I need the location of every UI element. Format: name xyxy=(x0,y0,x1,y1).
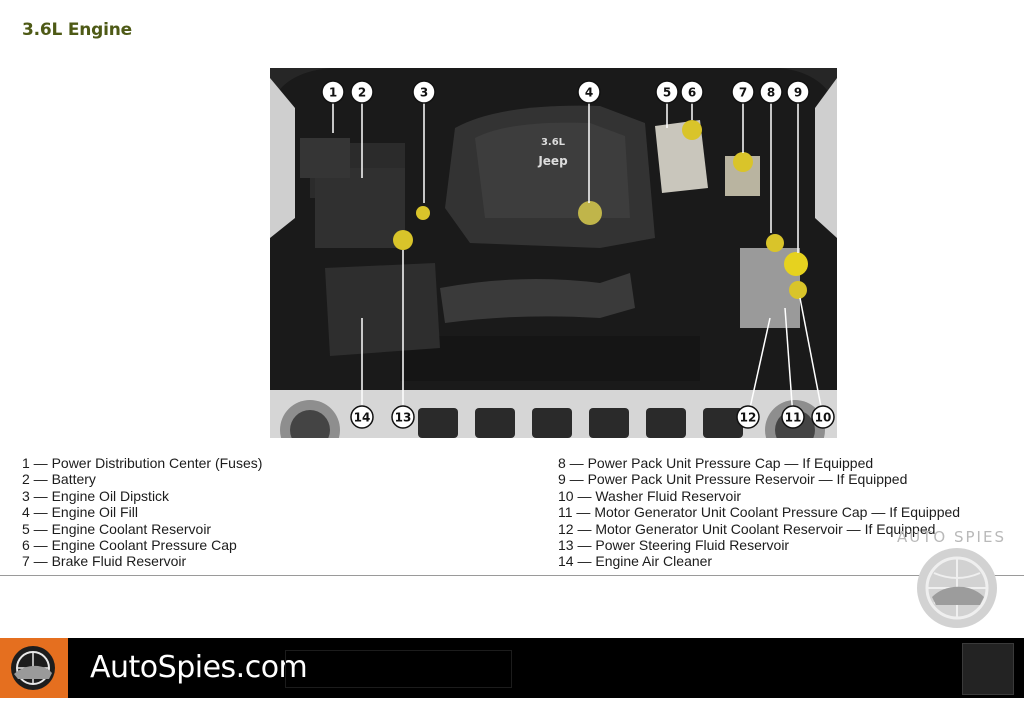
callout-13: 13 xyxy=(391,405,415,429)
legend-item: 9 — Power Pack Unit Pressure Reservoir —… xyxy=(558,471,908,488)
legend-right: 8 — Power Pack Unit Pressure Cap — If Eq… xyxy=(558,455,960,570)
divider xyxy=(0,575,1024,576)
globe-car-icon xyxy=(11,646,55,690)
footer-placeholder-box xyxy=(285,650,512,688)
callout-number: 3 xyxy=(420,86,428,100)
legend-item: 12 — Motor Generator Unit Coolant Reserv… xyxy=(558,520,936,537)
callout-number: 13 xyxy=(395,411,412,425)
section-title: 3.6L Engine xyxy=(22,20,133,40)
callout-number: 8 xyxy=(767,86,775,100)
legend-item: 4 — Engine Oil Fill xyxy=(22,504,138,521)
legend-item: 2 — Battery xyxy=(22,471,96,488)
callout-7: 7 xyxy=(731,80,755,104)
legend-item: 11 — Motor Generator Unit Coolant Pressu… xyxy=(558,504,961,521)
callout-number: 6 xyxy=(688,86,696,100)
callout-number: 11 xyxy=(785,411,802,425)
callout-10: 10 xyxy=(811,405,835,429)
callout-number: 2 xyxy=(358,86,366,100)
callout-number: 9 xyxy=(794,86,802,100)
callout-6: 6 xyxy=(680,80,704,104)
legend-left: 1 — Power Distribution Center (Fuses) 2 … xyxy=(22,455,262,570)
callout-12: 12 xyxy=(736,405,760,429)
legend-item: 6 — Engine Coolant Pressure Cap xyxy=(22,537,237,554)
legend-item: 13 — Power Steering Fluid Reservoir xyxy=(558,537,790,554)
engine-badge: 3.6L xyxy=(541,137,566,148)
callout-number: 4 xyxy=(585,86,593,100)
footer-badge[interactable] xyxy=(0,638,68,698)
legend-item: 5 — Engine Coolant Reservoir xyxy=(22,520,212,537)
callout-number: 1 xyxy=(329,86,337,100)
callout-number: 7 xyxy=(739,86,747,100)
callout-number: 10 xyxy=(815,411,832,425)
legend-item: 1 — Power Distribution Center (Fuses) xyxy=(22,455,263,471)
callout-number: 14 xyxy=(354,411,371,425)
callout-8: 8 xyxy=(759,80,783,104)
callout-5: 5 xyxy=(655,80,679,104)
callout-14: 14 xyxy=(350,405,374,429)
callout-number: 5 xyxy=(663,86,671,100)
footer-brand[interactable]: AutoSpies.com xyxy=(90,650,308,685)
footer-bar: AutoSpies.com xyxy=(0,638,1024,698)
footer-thumbnail[interactable] xyxy=(962,643,1014,695)
legend-item: 8 — Power Pack Unit Pressure Cap — If Eq… xyxy=(558,455,874,471)
callout-number: 12 xyxy=(740,411,757,425)
globe-car-icon xyxy=(914,545,1000,636)
engine-bay-photo: 3.6L Jeep xyxy=(270,68,837,438)
callout-4: 4 xyxy=(577,80,601,104)
jeep-badge: Jeep xyxy=(537,154,568,168)
legend-item: 10 — Washer Fluid Reservoir xyxy=(558,487,742,504)
callout-11: 11 xyxy=(781,405,805,429)
legend-item: 3 — Engine Oil Dipstick xyxy=(22,487,170,504)
callout-1: 1 xyxy=(321,80,345,104)
callout-9: 9 xyxy=(786,80,810,104)
callout-2: 2 xyxy=(350,80,374,104)
legend-item: 7 — Brake Fluid Reservoir xyxy=(22,553,187,570)
watermark-text: AUTO SPIES xyxy=(897,528,1006,546)
legend-item: 14 — Engine Air Cleaner xyxy=(558,553,713,570)
callout-3: 3 xyxy=(412,80,436,104)
